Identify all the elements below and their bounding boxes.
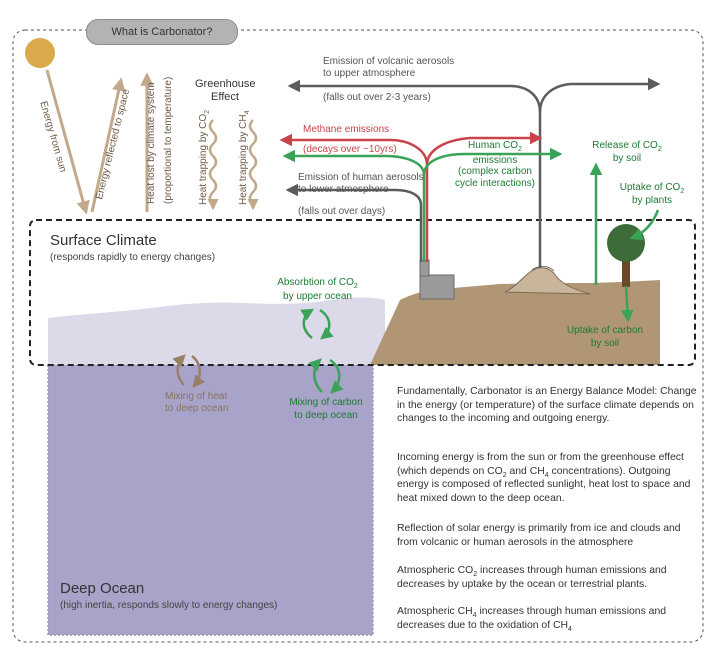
- volcanic-label-2: to upper atmosphere: [323, 68, 416, 79]
- land: [370, 280, 660, 365]
- heat-mixing-label-2: to deep ocean: [165, 403, 229, 414]
- human-co2-label-2: emissions: [472, 155, 518, 166]
- title-pill: What is Carbonator?: [86, 19, 238, 45]
- explanation-paragraph-4: Atmospheric CO2 increases through human …: [397, 565, 667, 590]
- plant-uptake-arrow: [629, 209, 660, 241]
- soil-uptake-label-2: by soil: [590, 338, 620, 349]
- sun-icon: [25, 38, 55, 68]
- explanation-paragraph-5: Atmospheric CH4 increases through human …: [397, 606, 667, 633]
- heat-lost-label-2: (proportional to temperature): [163, 76, 174, 204]
- deep-ocean: [47, 364, 374, 636]
- aerosol-label-1: Emission of human aerosols: [298, 172, 424, 183]
- soil-uptake-arrow: [621, 285, 634, 323]
- soil-release-label-1: Release of CO2: [592, 140, 662, 153]
- carbon-mixing-label-2: to deep ocean: [294, 410, 358, 421]
- human-co2-label-3: (complex carbon: [458, 166, 532, 177]
- methane-arrow-left: [279, 133, 429, 166]
- surface-climate-title: Surface Climate: [50, 232, 157, 249]
- greenhouse-label-1: Greenhouse: [195, 78, 256, 90]
- energy-from-sun-arrow: [45, 69, 90, 215]
- methane-label-2: (decays over ~10yrs): [303, 144, 397, 155]
- heat-trap-co2-arrow: [207, 119, 219, 211]
- heat-mixing-loop: [172, 354, 186, 386]
- ocean-absorption-label-1: Absorbtion of CO2: [277, 277, 358, 290]
- deep-ocean-subtitle: (high inertia, responds slowly to energy…: [60, 600, 278, 611]
- explanation-paragraph-1: Fundamentally, Carbonator is an Energy B…: [397, 386, 697, 425]
- plant-uptake-label-2: by plants: [631, 195, 673, 206]
- volcano-crater: [531, 265, 555, 272]
- factory-chimney-1: [419, 259, 430, 277]
- volcanic-label-1: Emission of volcanic aerosols: [323, 56, 455, 67]
- human-co2-label-1: Human CO2: [468, 140, 522, 153]
- tree-crown: [607, 224, 645, 262]
- explanation-paragraph-2: Incoming energy is from the sun or from …: [397, 452, 691, 504]
- outer-frame: [12, 29, 704, 643]
- tree-trunk: [622, 252, 630, 287]
- volcano: [504, 267, 591, 295]
- ocean-absorption-loop-2: [319, 308, 334, 340]
- deep-ocean-title: Deep Ocean: [60, 580, 145, 597]
- factory: [419, 274, 455, 300]
- heat-trap-co2-label: Heat trapping by CO2: [198, 109, 211, 205]
- soil-uptake-label-1: Uptake of carbon: [566, 325, 644, 336]
- explanation-paragraph-3: Reflection of solar energy is primarily …: [397, 523, 681, 548]
- soil-release-label-2: by soil: [612, 153, 642, 164]
- heat-lost-label-1: Heat lost by climate system: [146, 82, 157, 204]
- aerosol-label-3: (falls out over days): [298, 206, 386, 217]
- methane-label-1: Methane emissions: [303, 124, 390, 135]
- carbon-mixing-loop-2: [329, 358, 344, 394]
- surface-climate-subtitle: (responds rapidly to energy changes): [50, 252, 216, 263]
- aerosol-label-2: to lower atmosphere: [298, 184, 389, 195]
- surface-climate-box: [29, 219, 696, 366]
- human-co2-label-4: cycle interactions): [454, 178, 536, 189]
- human-co2-arrow-left: [282, 149, 426, 176]
- human-aerosol-arrow: [285, 183, 423, 262]
- greenhouse-label-2: Effect: [211, 91, 239, 103]
- upper-ocean: [48, 297, 385, 365]
- heat-mixing-loop-2: [191, 355, 206, 388]
- volcanic-aerosol-arrow-left: [287, 79, 542, 113]
- ocean-absorption-loop: [300, 308, 315, 339]
- carbon-mixing-loop: [308, 358, 323, 393]
- heat-mixing-label-1: Mixing of heat: [165, 391, 228, 402]
- volcanic-label-3: (falls out over 2-3 years): [323, 92, 431, 103]
- plant-uptake-label-1: Uptake of CO2: [619, 182, 685, 195]
- heat-trap-ch4-arrow: [247, 119, 259, 211]
- carbon-mixing-label-1: Mixing of carbon: [289, 397, 363, 408]
- ocean-absorption-label-2: by upper ocean: [283, 291, 352, 302]
- heat-trap-ch4-label: Heat trapping by CH4: [238, 110, 251, 205]
- energy-reflected-arrow: [90, 77, 126, 213]
